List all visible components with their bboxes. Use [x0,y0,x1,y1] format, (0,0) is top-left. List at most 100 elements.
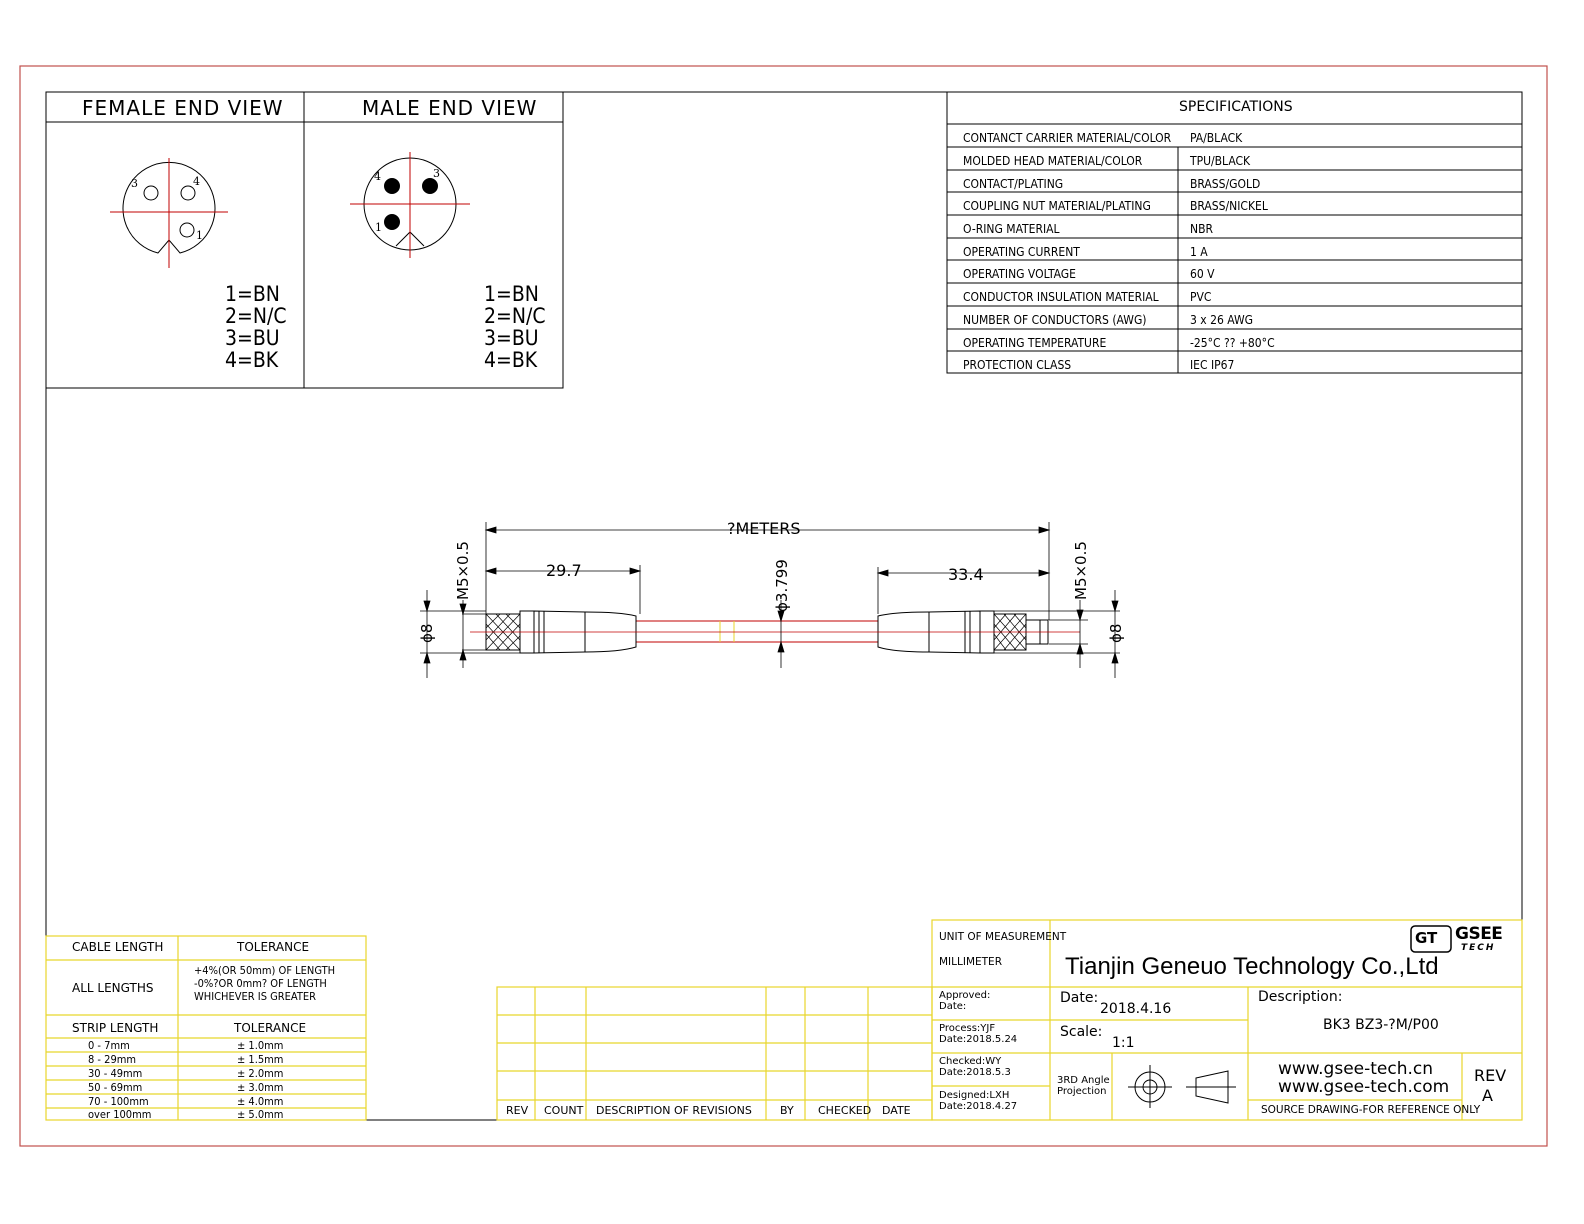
spec-row: OPERATING TEMPERATURE -25°C ?? +80°C [947,331,1522,354]
by-header: BY [780,1104,794,1117]
strip-tolerance: ± 5.0mm [237,1108,284,1121]
male-pin-3-label: 3 [433,167,440,180]
logo-tech: TECH [1461,943,1496,953]
tolerance-line: +4%(OR 50mm) OF LENGTH [194,964,336,977]
title-block-lines [931,919,1523,1121]
approved-date: Date: [939,1001,967,1012]
strip-range: 30 - 49mm [88,1067,143,1080]
pin-map-line: 3=BU [484,326,539,350]
spec-value: PA/BLACK [1190,131,1243,145]
spec-key: NUMBER OF CONDUCTORS (AWG) [963,313,1147,327]
all-lengths-tolerance: +4%(OR 50mm) OF LENGTH -0%?OR 0mm? OF LE… [194,964,335,1003]
tolerance-line: WHICHEVER IS GREATER [194,990,317,1003]
cable-assembly [470,610,1080,654]
female-pin-3-label: 3 [131,177,138,190]
end-view-frame [45,91,564,389]
pin-map-line: 2=N/C [225,304,287,328]
date-header: DATE [882,1104,911,1117]
company-logo-mark [1410,925,1452,953]
rev-value: A [1482,1086,1493,1105]
pin-map-line: 1=BN [225,282,280,306]
left-thread-dimension: M5×0.5 [454,541,472,600]
tolerance-line: -0%?OR 0mm? OF LENGTH [194,977,327,990]
unit-label: UNIT OF MEASUREMENT [939,931,1067,943]
strip-range: 8 - 29mm [88,1053,137,1066]
left-diameter-dimension: ϕ8 [418,623,436,643]
checked-label: Checked:WY [939,1056,1002,1067]
overall-length-dimension: ?METERS [727,519,801,538]
spec-key: CONTANCT CARRIER MATERIAL/COLOR [963,131,1172,145]
website-cn: www.gsee-tech.cn [1278,1059,1434,1079]
projection-line-1: 3RD Angle [1057,1075,1110,1086]
date-label: Date: [1060,990,1099,1006]
strip-tolerance: ± 1.5mm [237,1053,284,1066]
spec-value: BRASS/NICKEL [1190,199,1268,213]
male-end-view-title: MALE END VIEW [362,96,538,120]
outer-frame [19,65,1548,1147]
male-pin-map: 1=BN 2=N/C 3=BU 4=BK [484,283,546,371]
left-connector-length-dimension: 29.7 [546,561,582,580]
website-com: www.gsee-tech.com [1278,1077,1450,1097]
spec-row: NUMBER OF CONDUCTORS (AWG) 3 x 26 AWG [947,308,1522,331]
spec-key: COUPLING NUT MATERIAL/PLATING [963,199,1151,213]
description-header: DESCRIPTION OF REVISIONS [596,1104,752,1117]
rev-header: REV [506,1104,529,1117]
male-pin-1-label: 1 [375,221,382,234]
scale-label: Scale: [1060,1024,1103,1040]
rev-label: REV [1474,1066,1507,1085]
spec-key: O-RING MATERIAL [963,222,1060,236]
pin-map-line: 2=N/C [484,304,546,328]
revision-table-lines [496,986,933,1121]
spec-row: OPERATING CURRENT 1 A [947,240,1522,263]
strip-row: 8 - 29mm ± 1.5mm [46,1053,366,1067]
source-note: SOURCE DRAWING-FOR REFERENCE ONLY [1261,1104,1481,1116]
spec-row: COUPLING NUT MATERIAL/PLATING BRASS/NICKE… [947,194,1522,217]
strip-row: 30 - 49mm± 2.0mm [46,1067,366,1081]
checked-header: CHECKED [818,1104,872,1117]
female-connector-face [110,158,228,268]
spec-value: IEC IP67 [1190,358,1235,372]
spec-key: CONDUCTOR INSULATION MATERIAL [963,290,1159,304]
spec-table-lines [946,91,1523,374]
scale-value: 1:1 [1112,1035,1135,1051]
right-thread-dimension: M5×0.5 [1072,541,1090,600]
right-diameter-dimension: ϕ8 [1107,623,1125,643]
male-connector-face [350,152,470,258]
dimension-lines [420,522,1120,678]
all-lengths-label: ALL LENGTHS [72,981,154,995]
spec-value: -25°C ?? +80°C [1190,336,1275,350]
strip-row: 0 - 7mm ± 1.0mm [46,1039,366,1053]
cable-length-header: CABLE LENGTH [72,940,164,954]
spec-key: OPERATING CURRENT [963,245,1080,259]
spec-value: NBR [1190,222,1213,236]
spec-value: 60 V [1190,267,1215,281]
spec-value: 3 x 26 AWG [1190,313,1254,327]
spec-key: OPERATING TEMPERATURE [963,336,1107,350]
logo-gt: GT [1415,929,1438,947]
female-end-view-title: FEMALE END VIEW [82,96,284,120]
strip-tolerance-header: TOLERANCE [234,1021,307,1035]
strip-row: 50 - 69mm± 3.0mm [46,1081,366,1095]
cable-diameter-dimension: ϕ3.799 [773,559,791,612]
strip-range: 50 - 69mm [88,1081,143,1094]
right-connector-length-dimension: 33.4 [948,565,984,584]
strip-range: 0 - 7mm [88,1039,130,1052]
strip-tolerance: ± 1.0mm [237,1039,284,1052]
specifications-title: SPECIFICATIONS [1179,99,1293,115]
date-value: 2018.4.16 [1100,1001,1172,1017]
spec-row: CONTANCT CARRIER MATERIAL/COLOR PA/BLACK [947,126,1522,149]
female-pin-1-label: 1 [196,229,203,242]
strip-length-header: STRIP LENGTH [72,1021,159,1035]
spec-value: 1 A [1190,245,1208,259]
pin-map-line: 4=BK [225,348,279,372]
strip-range: 70 - 100mm [88,1095,149,1108]
description-value: BK3 BZ3-?M/P00 [1323,1017,1439,1033]
approved-label: Approved: [939,990,991,1001]
projection-symbol [1128,1065,1236,1108]
pin-map-line: 1=BN [484,282,539,306]
spec-value: TPU/BLACK [1190,154,1251,168]
